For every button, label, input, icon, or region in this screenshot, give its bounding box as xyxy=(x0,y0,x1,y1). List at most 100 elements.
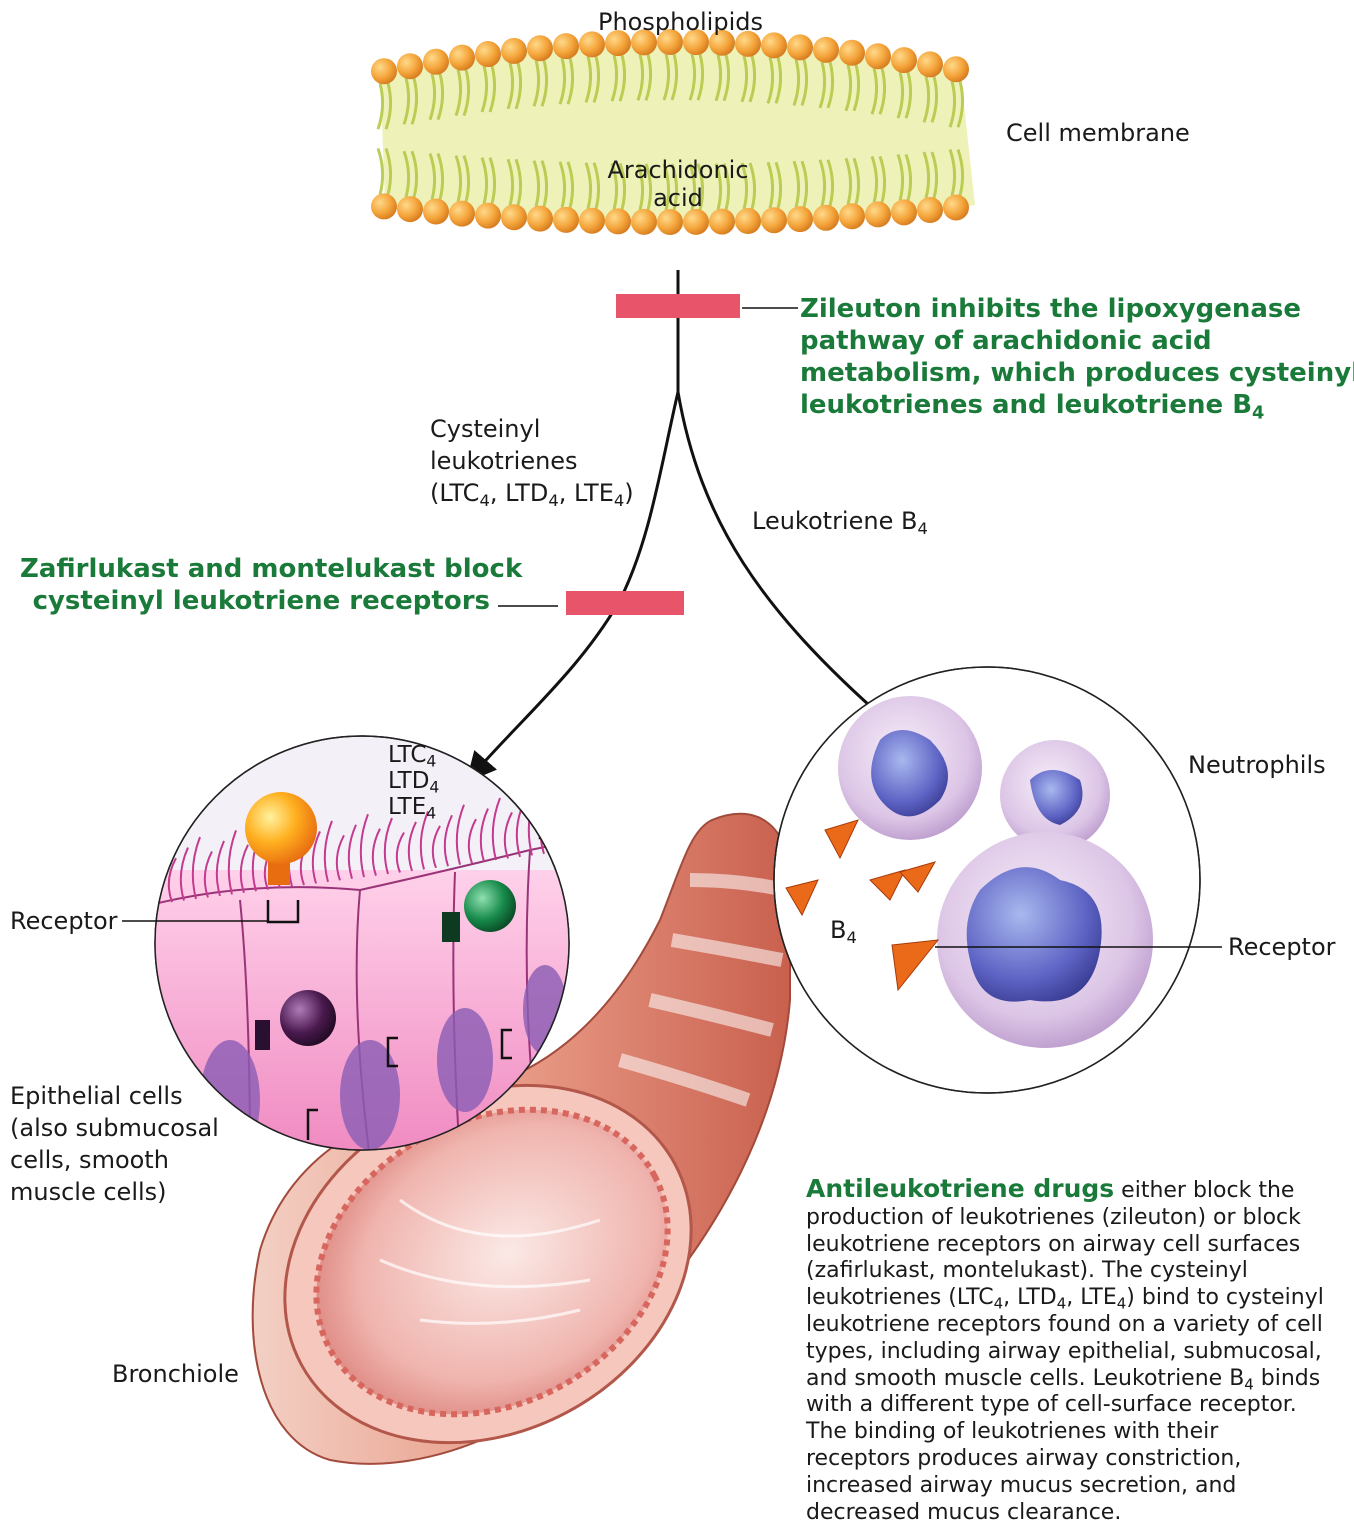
epithelial-cells-label: Epithelial cells (also submucosal cells,… xyxy=(10,1080,219,1208)
subscript: 4 xyxy=(426,804,436,823)
caption-line-7: types, including airway epithelial, subm… xyxy=(806,1339,1346,1366)
caption-line-1: Antileukotriene drugs either block the xyxy=(806,1176,1346,1205)
zafirlukast-annotation: Zafirlukast and montelukast block cystei… xyxy=(20,553,490,617)
cysteinyl-line-2: leukotrienes xyxy=(430,445,634,477)
zileuton-line-2: pathway of arachidonic acid xyxy=(800,325,1354,357)
phospholipid-head xyxy=(423,198,449,224)
phospholipid-head xyxy=(527,206,553,232)
phospholipid-head xyxy=(787,34,813,60)
phospholipid-head xyxy=(761,32,787,58)
antileukotriene-caption: Antileukotriene drugs either block the p… xyxy=(806,1176,1346,1526)
cilium xyxy=(553,795,560,852)
subscript: 4 xyxy=(548,491,558,510)
phospholipid-head xyxy=(683,209,709,235)
leukotriene-b-text: Leukotriene B xyxy=(752,507,917,535)
zafirlukast-line-1: Zafirlukast and montelukast block xyxy=(20,553,490,585)
phospholipid-head xyxy=(891,47,917,73)
caption-line-2: production of leukotrienes (zileuton) or… xyxy=(806,1205,1346,1232)
subscript: 4 xyxy=(479,491,489,510)
phospholipid-head xyxy=(943,194,969,220)
phospholipid-head xyxy=(475,203,501,229)
phospholipid-head xyxy=(501,204,527,230)
zileuton-block-bar xyxy=(616,294,740,318)
caption-line-11: receptors produces airway constriction, xyxy=(806,1446,1346,1473)
cysteinyl-leukotrienes-label: Cysteinyl leukotrienes (LTC4, LTD4, LTE4… xyxy=(430,413,634,509)
cysteinyl-line-1: Cysteinyl xyxy=(430,413,634,445)
epithelial-line-3: cells, smooth xyxy=(10,1144,219,1176)
zileuton-line-4-text: leukotrienes and leukotriene B xyxy=(800,390,1252,420)
phospholipid-head xyxy=(371,58,397,84)
zafirlukast-line-2: cysteinyl leukotriene receptors xyxy=(20,585,490,617)
phospholipid-head xyxy=(371,193,397,219)
phospholipid-head xyxy=(501,38,527,64)
arachidonic-line-1: Arachidonic xyxy=(590,156,766,184)
phospholipid-head xyxy=(839,40,865,66)
phospholipid-head xyxy=(839,203,865,229)
cell-membrane-label: Cell membrane xyxy=(1006,117,1190,149)
arachidonic-line-2: acid xyxy=(590,184,766,212)
zileuton-line-3: metabolism, which produces cysteinyl xyxy=(800,357,1354,389)
phospholipid-head xyxy=(813,37,839,63)
receptor-antagonist-block-bar xyxy=(566,591,684,615)
ltd-label-text: LTD xyxy=(388,768,429,794)
phospholipid-head xyxy=(813,205,839,231)
phospholipid-head xyxy=(865,43,891,69)
epithelial-line-2: (also submucosal xyxy=(10,1112,219,1144)
subscript: 4 xyxy=(1252,403,1264,423)
subscript: 4 xyxy=(917,519,927,538)
phospholipid-head xyxy=(527,35,553,61)
close-paren: ) xyxy=(624,479,633,507)
leukotriene-b4-label: Leukotriene B4 xyxy=(752,505,928,537)
ltc-label-text: LTC xyxy=(388,742,426,768)
cysteinyl-line-3: (LTC4, LTD4, LTE4) xyxy=(430,477,634,509)
caption-l5c: , LTE xyxy=(1066,1285,1117,1310)
phospholipid-head xyxy=(891,199,917,225)
phospholipid-head xyxy=(657,209,683,235)
phospholipid-head xyxy=(943,56,969,82)
phospholipid-tail xyxy=(378,148,383,194)
subscript: 4 xyxy=(1057,1295,1067,1313)
phospholipid-head xyxy=(449,45,475,71)
phospholipid-head xyxy=(917,197,943,223)
phospholipid-head xyxy=(631,209,657,235)
phospholipids-label: Phospholipids xyxy=(598,6,763,38)
receptor-left-label: Receptor xyxy=(10,905,118,937)
caption-line-13: decreased mucus clearance. xyxy=(806,1500,1346,1526)
ltd-text: , LTD xyxy=(490,479,548,507)
phospholipid-tail xyxy=(378,83,383,129)
phospholipid-head xyxy=(475,41,501,67)
subscript: 4 xyxy=(846,928,856,947)
zileuton-line-4: leukotrienes and leukotriene B4 xyxy=(800,389,1354,421)
phospholipid-head xyxy=(865,201,891,227)
ltc-ltd-lte-stack: LTC4 LTD4 LTE4 xyxy=(388,742,439,820)
lte4-label: LTE4 xyxy=(388,794,439,820)
caption-l5a: leukotrienes (LTC xyxy=(806,1285,994,1310)
phospholipid-head xyxy=(553,33,579,59)
ltc-text: (LTC xyxy=(430,479,479,507)
cilium xyxy=(565,810,572,851)
phospholipid-head xyxy=(917,51,943,77)
caption-line-12: increased airway mucus secretion, and xyxy=(806,1473,1346,1500)
caption-l8b: binds xyxy=(1254,1366,1320,1391)
caption-line-6: leukotriene receptors found on a variety… xyxy=(806,1312,1346,1339)
caption-line-3: leukotriene receptors on airway cell sur… xyxy=(806,1232,1346,1259)
caption-l8a: and smooth muscle cells. Leukotriene B xyxy=(806,1366,1244,1391)
caption-line-8: and smooth muscle cells. Leukotriene B4 … xyxy=(806,1366,1346,1393)
phospholipid-head xyxy=(787,206,813,232)
phospholipid-head xyxy=(397,53,423,79)
zileuton-line-1: Zileuton inhibits the lipoxygenase xyxy=(800,293,1354,325)
subscript: 4 xyxy=(1117,1295,1127,1313)
caption-line-9: with a different type of cell-surface re… xyxy=(806,1392,1346,1419)
subscript: 4 xyxy=(1244,1375,1254,1393)
phospholipid-head xyxy=(397,196,423,222)
phospholipid-head xyxy=(605,208,631,234)
lte-label-text: LTE xyxy=(388,794,426,820)
caption-lead: Antileukotriene drugs xyxy=(806,1174,1114,1203)
bronchiole-label: Bronchiole xyxy=(112,1358,239,1390)
receptor-right-label: Receptor xyxy=(1228,931,1336,963)
b-text: B xyxy=(830,916,846,944)
arachidonic-acid-label: Arachidonic acid xyxy=(590,156,766,212)
caption-line-5: leukotrienes (LTC4, LTD4, LTE4) bind to … xyxy=(806,1285,1346,1312)
epithelial-line-1: Epithelial cells xyxy=(10,1080,219,1112)
phospholipid-head xyxy=(553,207,579,233)
